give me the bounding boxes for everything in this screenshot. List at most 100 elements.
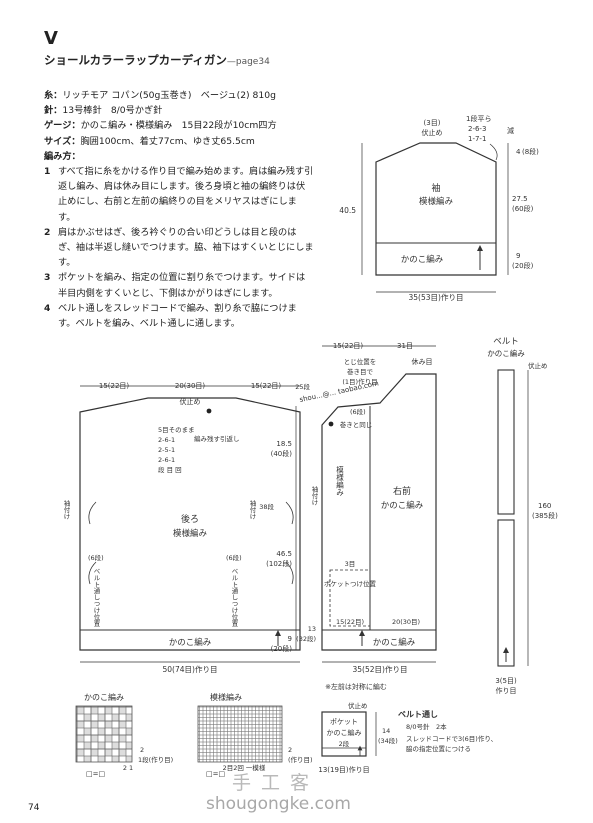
back-belt-left-mark (88, 561, 97, 585)
kanoko-chart-title: かのこ編み (84, 692, 124, 702)
front-left-col: 模様編み (335, 465, 344, 497)
pocket-title: ポケット (330, 718, 358, 726)
front-pocket-width: 15(22目) (336, 618, 364, 626)
moyou-chart-title: 模様編み (210, 692, 242, 702)
material-row: 針：13号棒針 8/0号かぎ針 (44, 105, 163, 117)
sleeve-h1-rows: (8段) (522, 147, 539, 156)
watermark-brand: 手工客 (232, 772, 320, 794)
belt-length: 160 (538, 502, 551, 510)
front-left-note: ※左前は対称に編む (325, 682, 387, 691)
material-row: ゲージ：かのこ編み・模様編み 15目22段が10cm四方 (44, 120, 277, 132)
front-h2: 46.5 (276, 550, 292, 558)
belt-upper (497, 369, 515, 515)
back-side-right: 袖付け (248, 499, 256, 520)
section-letter: V (44, 28, 58, 49)
front-h1: 18.5 (276, 440, 292, 448)
front-pocket-h-rows: (32段) (296, 634, 316, 643)
belt-loop-title: ベルト通し (398, 709, 438, 719)
sleeve-total-height: 40.5 (339, 206, 356, 215)
method-title: 編み方： (44, 150, 81, 162)
front-diagram: 15(22目) 31目 休み目 とじ位置を 巻き目で (1目)作り目 25段 (… (266, 342, 437, 691)
back-seam-right (285, 501, 294, 525)
moyou-grid (197, 705, 283, 763)
belt-loop-note: ベルト通し 8/0号針 2本 スレッドコードで3(6目)作り、 脇の指定位置につ… (398, 709, 497, 753)
back-pattern: 模様編み (173, 528, 208, 539)
page-number: 74 (28, 803, 40, 813)
front-rest: 休み目 (412, 357, 433, 366)
front-outline (321, 373, 437, 651)
belt-loop-note-1: スレッドコードで3(6目)作り、 (406, 734, 497, 743)
pocket-height: 14 (382, 727, 390, 735)
belt-pattern: かのこ編み (487, 348, 525, 358)
sleeve-dec-1: 2-6-3 (468, 125, 486, 133)
pocket-height-rows: (34段) (378, 736, 398, 745)
front-note-2: 巻き目で (347, 367, 374, 376)
front-rest-rows: (6段) (350, 407, 366, 416)
sleeve-outline (375, 142, 497, 276)
back-belt-right-mark (285, 561, 294, 585)
front-join: 巻きと同じ (340, 420, 373, 429)
sleeve-diagram: 袖 模様編み かのこ編み (3目) 伏止め 1段平ら 2-6-3 1-7-1 減… (339, 114, 539, 302)
front-h3: 9 (288, 635, 292, 643)
back-title: 後ろ (181, 513, 199, 525)
back-top-right: 15(22目) (251, 382, 282, 390)
belt-diagram: ベルト かのこ編み 伏止め 160 (385段) 3(5目) 作り目 (487, 337, 558, 695)
watermark-site: shougongke.com (206, 794, 351, 814)
front-hem: かのこ編み (373, 637, 416, 648)
back-outline (79, 397, 301, 651)
sleeve-dec-2: 1-7-1 (468, 135, 486, 143)
moyou-first-row: (作り目) (288, 755, 313, 764)
back-top-left: 15(22目) (99, 382, 130, 390)
sleeve-bind-off-sts: (3目) (424, 119, 441, 127)
front-note-3: (1目)作り目 (342, 377, 377, 386)
kanoko-chart: かのこ編み 2 2 1 1段(作り目) □=□ (75, 692, 173, 778)
kanoko-grid (75, 705, 133, 763)
back-belt-right-2: ベルト通しつけ位置 (230, 568, 238, 627)
sleeve-title: 袖 (431, 182, 440, 194)
back-side-left: 袖付け (62, 499, 70, 520)
belt-loop-note-2: 脇の指定位置につける (406, 744, 471, 753)
moyou-chart: 模様編み 2 2目2回 一模様 (作り目) □=□ (197, 692, 313, 778)
kanoko-first-row: 1段(作り目) (138, 755, 173, 764)
pocket-diagram: 伏止め ポケット かのこ編み 2段 14 (34段) 13(19目)作り目 (318, 701, 397, 774)
back-mark-right: 38段 (259, 502, 274, 511)
back-seam-left (88, 501, 97, 525)
back-diagram: 15(22目) 20(30目) 15(22目) 伏止め 5目そのまま 2-6-1… (62, 382, 301, 674)
front-width: 35(52目)作り目 (353, 664, 408, 674)
sleeve-h2: 27.5 (512, 195, 528, 203)
back-short-4: 2-6-1 (158, 456, 175, 464)
front-pattern: かのこ編み (381, 500, 424, 511)
material-row: 糸：リッチモア コパン(50g玉巻き) ベージュ(2) 810g (44, 90, 276, 101)
front-h1-rows: (40段) (271, 449, 293, 458)
sleeve-h2-rows: (60段) (512, 204, 534, 213)
sleeve-pattern: 模様編み (419, 196, 454, 207)
back-belt-left-2: ベルト通しつけ位置 (92, 568, 100, 627)
belt-width: 3(5目) (495, 677, 517, 685)
back-bind-off: 伏止め (180, 397, 201, 406)
pocket-pattern: かのこ編み (327, 728, 362, 737)
kanoko-cols: 2 1 (123, 764, 133, 772)
back-short-note: 編み残す引返し (194, 434, 240, 443)
belt-width-note: 作り目 (496, 686, 517, 695)
sleeve-h3: 9 (516, 252, 520, 260)
front-match-mark (328, 421, 334, 427)
sleeve-bind-off: 伏止め (422, 128, 443, 137)
back-short-3: 2-5-1 (158, 446, 175, 454)
belt-bind-off: 伏止め (528, 361, 548, 370)
belt-loop-hook: 8/0号針 2本 (406, 722, 447, 731)
front-h3-rows: (20段) (271, 644, 293, 653)
back-hem: かのこ編み (169, 637, 212, 648)
front-pocket-right: 20(30目) (392, 618, 420, 626)
kanoko-rows: 2 (140, 746, 144, 754)
instructions: 糸：リッチモア コパン(50g玉巻き) ベージュ(2) 810g 針：13号棒針… (44, 88, 314, 331)
sleeve-h3-rows: (20段) (512, 261, 534, 270)
pocket-bind-off: 伏止め (348, 701, 368, 710)
title-text: ショールカラーラップカーディガン (44, 53, 227, 67)
back-width: 50(74目)作り目 (163, 664, 218, 674)
watermark-overlay: shou...@... taobao.com (299, 379, 380, 404)
belt-length-rows: (385段) (532, 511, 558, 520)
